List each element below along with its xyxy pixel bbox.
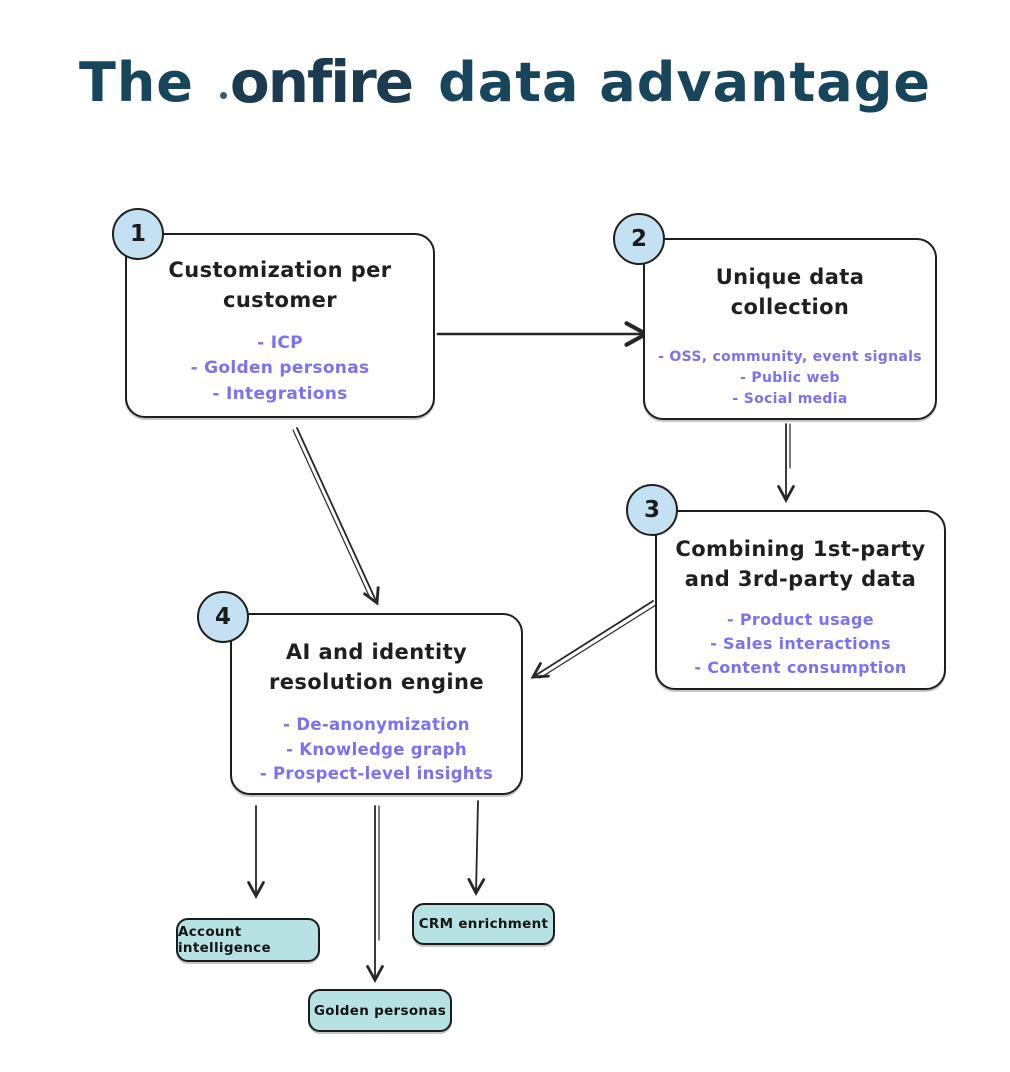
node-title-line: Unique data [715,265,865,289]
bullet-item: - De-anonymization [283,714,470,734]
node-title-line: resolution engine [268,670,485,695]
node-title-line: customer [222,288,338,313]
onfire-logo: onfire [219,48,414,116]
node-ai-identity-resolution: 4 AI and identity resolution engine - De… [197,591,523,795]
node-combining-party-data: 3 Combining 1st-party and 3rd-party data… [626,484,946,690]
node-title: Unique data collection [645,240,935,323]
node-badge-1: 1 [112,208,164,260]
node-badge-3: 3 [626,484,678,536]
bullet-item: - Content consumption [694,657,907,677]
arrow-2-to-3 [777,423,795,503]
logo-text: onfire [229,48,414,116]
arrow-4-to-golden [366,805,384,983]
output-golden-personas: Golden personas [308,989,452,1032]
bullet-item: - Social media [732,390,848,407]
node-title: Combining 1st-party and 3rd-party data [657,512,944,595]
title-suffix: data advantage [438,50,931,114]
node-title-line: Customization per [168,258,392,282]
bullet-item: - ICP [257,332,303,353]
bullet-item: - Golden personas [190,358,370,379]
node-title: AI and identity resolution engine [232,615,521,698]
bullet-item: - Sales interactions [710,633,891,653]
bullet-item: - Knowledge graph [286,739,467,759]
arrow-4-to-crm [467,800,486,896]
bullet-item: - Integrations [212,383,348,404]
bullet-item: - OSS, community, event signals [658,348,922,365]
output-crm-enrichment: CRM enrichment [412,903,555,945]
node-bullets: - OSS, community, event signals - Public… [645,347,935,410]
node-unique-data-collection: 2 Unique data collection - OSS, communit… [613,213,937,420]
node-title-line: and 3rd-party data [684,567,917,592]
node-title: Customization per customer [127,235,433,316]
node-badge-2: 2 [613,213,665,265]
bullet-item: - Public web [740,369,840,386]
node-bullets: - De-anonymization - Knowledge graph - P… [232,713,521,787]
logo-dot-icon [219,91,227,99]
page-title: The onfire data advantage [0,48,1010,116]
arrow-3-to-4 [530,600,657,679]
output-account-intelligence: Account intelligence [176,918,320,962]
node-title-line: AI and identity [285,640,468,664]
node-title-line: collection [730,295,850,320]
node-bullets: - Product usage - Sales interactions - C… [657,608,944,680]
node-badge-4: 4 [197,591,249,643]
node-title-line: Combining 1st-party [675,537,926,561]
arrow-1-to-4 [292,427,380,606]
title-prefix: The [79,50,194,114]
node-customization-per-customer: 1 Customization per customer - ICP - Gol… [112,208,435,418]
node-bullets: - ICP - Golden personas - Integrations [127,331,433,408]
bullet-item: - Product usage [727,609,874,629]
bullet-item: - Prospect-level insights [259,764,494,784]
